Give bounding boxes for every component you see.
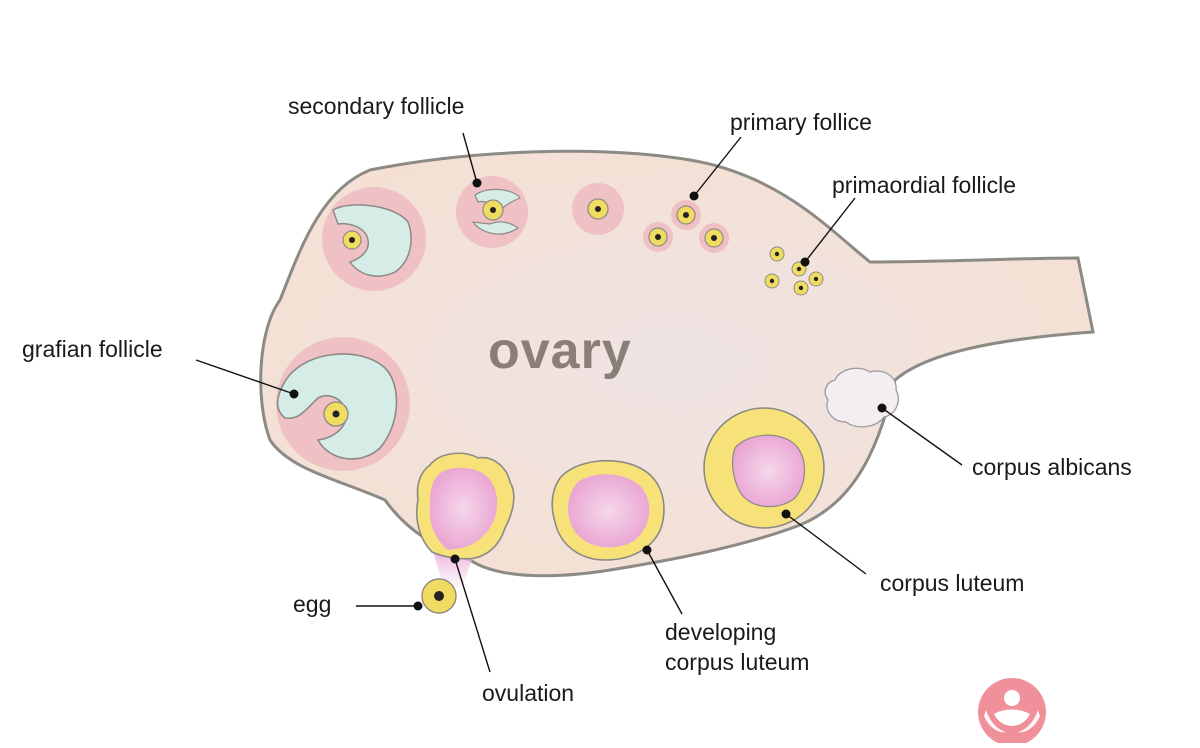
label-developing-corpus-luteum: corpus luteum <box>665 649 809 675</box>
label-egg: egg <box>293 591 331 617</box>
label-ovulation: ovulation <box>482 680 574 706</box>
secondary-follicle <box>456 176 528 248</box>
label-corpus-albicans: corpus albicans <box>972 454 1132 480</box>
primary-follicles <box>643 200 729 253</box>
egg <box>421 578 457 614</box>
small-follicle <box>572 183 624 235</box>
ovulating-follicle <box>416 452 515 560</box>
label-secondary-follicle: secondary follicle <box>288 93 464 119</box>
leader-lines <box>195 132 963 673</box>
developing-corpus-luteum <box>551 459 665 561</box>
logo-mark <box>978 678 1046 746</box>
label-primary-follice: primary follice <box>730 109 872 135</box>
corpus-albicans <box>824 367 899 428</box>
label-corpus-luteum: corpus luteum <box>880 570 1024 596</box>
label-grafian-follicle: grafian follicle <box>22 336 163 362</box>
corpus-luteum <box>703 407 825 529</box>
ovary-title: ovary <box>488 322 632 380</box>
grafian-follicle <box>276 337 410 471</box>
label-developing: developing <box>665 619 776 645</box>
label-primaordial-follicle: primaordial follicle <box>832 172 1016 198</box>
antral-follicle-top <box>322 187 426 291</box>
